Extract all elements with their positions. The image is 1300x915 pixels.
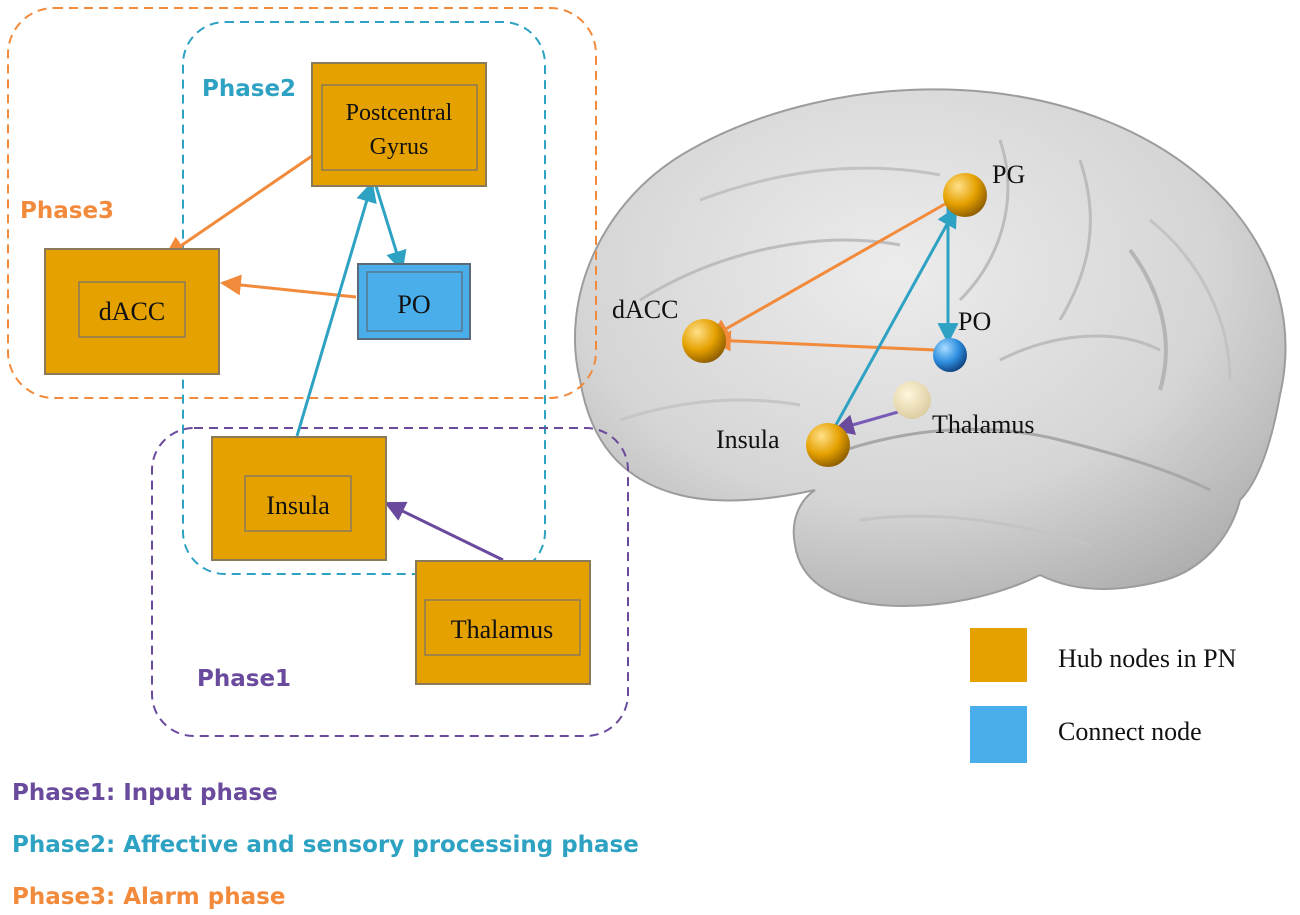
legend: Hub nodes in PN Connect node [970, 628, 1237, 763]
legend-label-hub: Hub nodes in PN [1058, 644, 1237, 673]
legend-label-connect: Connect node [1058, 717, 1202, 746]
node-dacc: dACC [44, 248, 220, 375]
node-postcentral-line1: Postcentral [346, 100, 453, 126]
legend-swatch-connect [970, 706, 1027, 763]
arrow-postcentral-to-po [374, 185, 407, 273]
description-phase1: Phase1: Input phase [12, 780, 278, 806]
brain-label-insula: Insula [716, 425, 780, 454]
phase3-label: Phase3 [20, 198, 114, 224]
arrow-thalamus-to-insula [832, 408, 906, 435]
arrow-thalamus-to-insula [384, 501, 504, 562]
arrow-po-to-dacc [219, 274, 357, 299]
phase3-region [7, 7, 597, 399]
arrow-postcentral-to-dacc [164, 154, 313, 258]
node-thalamus-label: Thalamus [451, 615, 554, 644]
node-postcentral-gyrus: Postcentral Gyrus [311, 62, 487, 187]
phase2-label: Phase2 [202, 76, 296, 102]
brain-node-dacc [682, 319, 726, 363]
phase1-region [151, 427, 629, 737]
brain-node-thalamus [893, 381, 931, 419]
brain-surface [573, 88, 1287, 607]
phase1-label: Phase1 [197, 666, 291, 692]
node-thalamus: Thalamus [415, 560, 591, 685]
description-phase2: Phase2: Affective and sensory processing… [12, 832, 639, 858]
brain-label-po: PO [958, 307, 991, 336]
arrow-po-to-dacc [709, 330, 936, 352]
node-insula-label: Insula [266, 491, 330, 520]
arrow-insula-to-pg [830, 206, 958, 433]
brain-label-pg: PG [992, 160, 1025, 189]
diagram-connections [164, 154, 504, 562]
brain-label-thalamus: Thalamus [932, 410, 1035, 439]
node-insula: Insula [211, 436, 387, 561]
description-phase3: Phase3: Alarm phase [12, 884, 285, 910]
node-postcentral-line2: Gyrus [370, 134, 429, 160]
node-po-label: PO [397, 290, 430, 319]
legend-swatch-hub [970, 628, 1027, 682]
brain-node-pg [943, 173, 987, 217]
arrow-insula-to-postcentral [295, 180, 377, 437]
brain-connections [708, 198, 959, 435]
node-po: PO [357, 263, 471, 340]
node-dacc-label: dACC [99, 297, 165, 326]
brain-label-dacc: dACC [612, 295, 678, 324]
arrow-pg-to-dacc [708, 198, 953, 340]
brain-node-po [933, 338, 967, 372]
brain-node-insula [806, 423, 850, 467]
